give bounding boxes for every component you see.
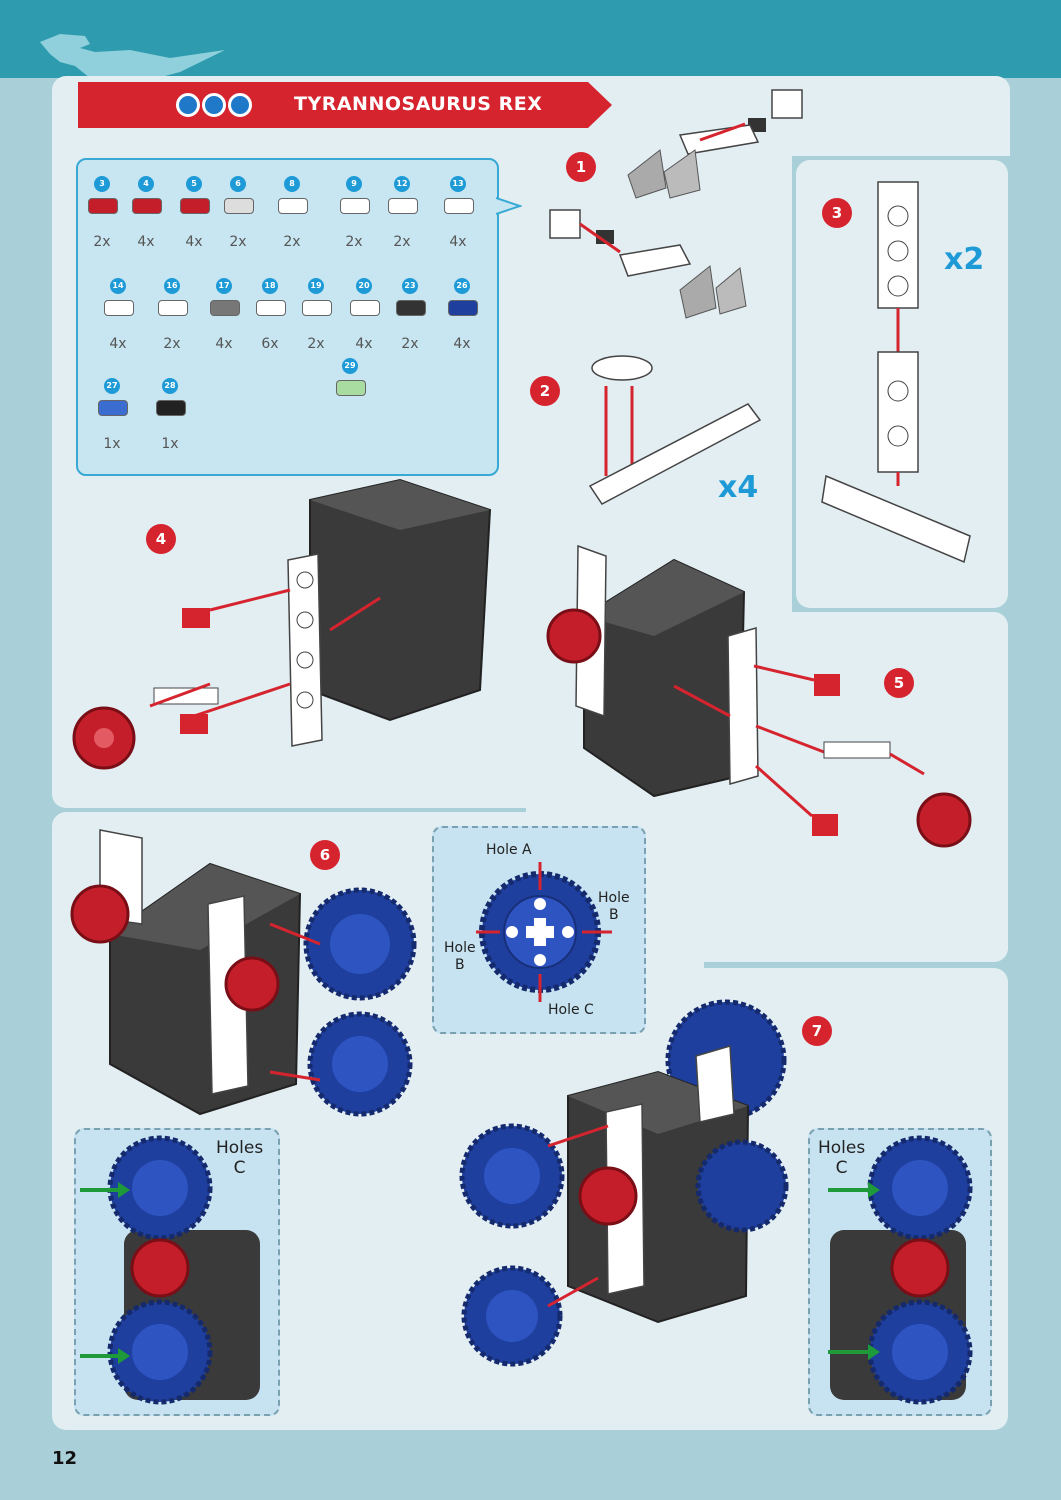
part-quantity: 2x [307, 336, 325, 352]
part-number-badge: 16 [164, 278, 180, 294]
part-icon [444, 198, 474, 214]
part-icon [278, 198, 308, 214]
step-3-illustration [821, 181, 971, 564]
holes-c-diagram-right [828, 1135, 973, 1405]
step-2-number: 2 [530, 376, 560, 406]
part-number-badge: 4 [138, 176, 154, 192]
part-icon [396, 300, 426, 316]
part-number-badge: 12 [394, 176, 410, 192]
hole-b-left-label: Hole B [444, 940, 476, 973]
part-quantity: 1x [161, 436, 179, 452]
step-7-number: 7 [802, 1016, 832, 1046]
part-number-badge: 19 [308, 278, 324, 294]
part-quantity: 4x [185, 234, 203, 250]
part-number-badge: 23 [402, 278, 418, 294]
part-quantity: 6x [261, 336, 279, 352]
part-quantity: 2x [163, 336, 181, 352]
part-icon [256, 300, 286, 316]
part-icon [104, 300, 134, 316]
part-number-badge: 20 [356, 278, 372, 294]
step-4-number: 4 [146, 524, 176, 554]
part-number-badge: 9 [346, 176, 362, 192]
page-title: TYRANNOSAURUS REX [294, 93, 543, 115]
part-quantity: 2x [93, 234, 111, 250]
part-icon [210, 300, 240, 316]
part-icon [448, 300, 478, 316]
part-icon [336, 380, 366, 396]
step-6-number: 6 [310, 840, 340, 870]
difficulty-dot [202, 93, 226, 117]
part-icon [302, 300, 332, 316]
part-quantity: 1x [103, 436, 121, 452]
difficulty-dot [228, 93, 252, 117]
part-icon [224, 198, 254, 214]
part-icon [350, 300, 380, 316]
page-number: 12 [52, 1448, 78, 1469]
holes-c-diagram-left [80, 1135, 260, 1405]
step-2-multiplier: x4 [718, 470, 759, 505]
step-1-illustration [549, 89, 803, 319]
part-number-badge: 13 [450, 176, 466, 192]
hole-b-right-label: Hole B [598, 890, 630, 923]
step-5-illustration [546, 544, 972, 848]
step-2-illustration [588, 355, 762, 505]
part-icon [158, 300, 188, 316]
part-icon [340, 198, 370, 214]
part-quantity: 4x [109, 336, 127, 352]
part-number-badge: 14 [110, 278, 126, 294]
part-quantity: 2x [229, 234, 247, 250]
step-4-illustration [72, 478, 492, 770]
part-quantity: 4x [355, 336, 373, 352]
part-icon [132, 198, 162, 214]
part-quantity: 4x [453, 336, 471, 352]
holes-c-label-right: Holes C [818, 1138, 866, 1178]
step-6-illustration [70, 829, 417, 1117]
part-icon [388, 198, 418, 214]
parts-list-pointer [496, 197, 522, 215]
part-number-badge: 29 [342, 358, 358, 374]
part-number-badge: 17 [216, 278, 232, 294]
part-quantity: 4x [215, 336, 233, 352]
part-number-badge: 8 [284, 176, 300, 192]
part-icon [156, 400, 186, 416]
part-quantity: 2x [401, 336, 419, 352]
part-number-badge: 5 [186, 176, 202, 192]
part-icon [88, 198, 118, 214]
step-7-illustration [459, 999, 789, 1367]
part-quantity: 2x [393, 234, 411, 250]
part-number-badge: 6 [230, 176, 246, 192]
part-quantity: 4x [449, 234, 467, 250]
part-quantity: 2x [345, 234, 363, 250]
title-banner: TYRANNOSAURUS REX [78, 82, 612, 128]
gear-hole-diagram [476, 862, 612, 1002]
step-3-number: 3 [822, 198, 852, 228]
step-5-number: 5 [884, 668, 914, 698]
hole-a-label: Hole A [486, 842, 532, 858]
difficulty-dot [176, 93, 200, 117]
part-number-badge: 28 [162, 378, 178, 394]
part-number-badge: 3 [94, 176, 110, 192]
step-3-multiplier: x2 [944, 242, 985, 277]
part-icon [180, 198, 210, 214]
part-number-badge: 27 [104, 378, 120, 394]
part-quantity: 4x [137, 234, 155, 250]
part-number-badge: 18 [262, 278, 278, 294]
part-icon [98, 400, 128, 416]
hole-c-label: Hole C [548, 1002, 594, 1018]
part-number-badge: 26 [454, 278, 470, 294]
step-1-number: 1 [566, 152, 596, 182]
part-quantity: 2x [283, 234, 301, 250]
holes-c-label-left: Holes C [216, 1138, 264, 1178]
